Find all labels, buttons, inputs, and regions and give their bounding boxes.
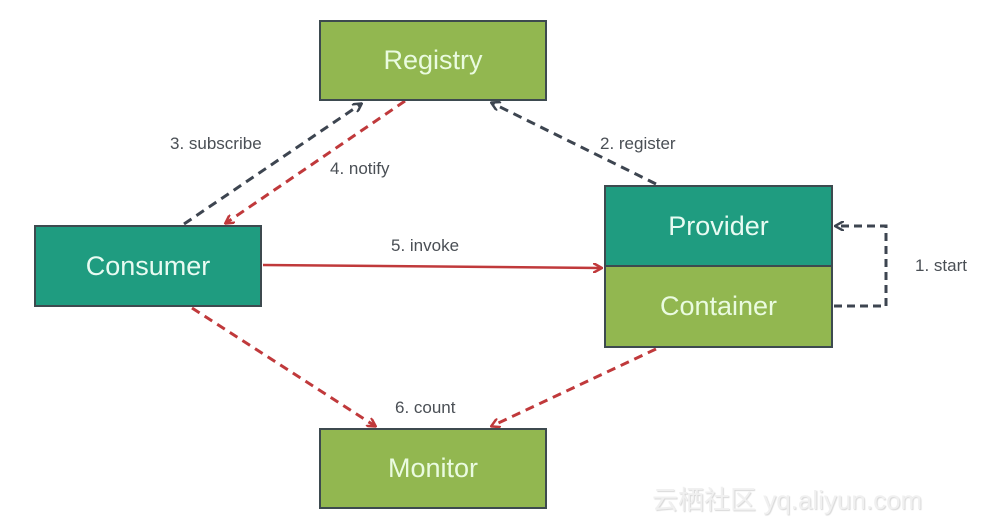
edge-label-register: 2. register <box>600 134 676 153</box>
edge-label-notify: 4. notify <box>330 159 390 178</box>
edge-label-count: 6. count <box>395 398 456 417</box>
edge-subscribe <box>183 104 361 226</box>
registry-node: Registry <box>319 20 547 101</box>
edge-label-subscribe: 3. subscribe <box>170 134 262 153</box>
monitor-node: Monitor <box>319 428 547 509</box>
edge-start <box>834 226 888 308</box>
container-label: Container <box>659 291 778 321</box>
edge-register <box>492 103 657 186</box>
registry-label: Registry <box>383 45 483 75</box>
edge-label-invoke: 5. invoke <box>391 236 460 255</box>
provider-node: Provider <box>604 185 833 268</box>
watermark: 云栖社区 yq.aliyun.com <box>652 485 923 515</box>
edge-notify <box>226 99 406 223</box>
consumer-node: Consumer <box>34 225 262 307</box>
edge-label-start: 1. start <box>915 256 967 275</box>
consumer-label: Consumer <box>85 250 211 281</box>
container-node: Container <box>604 266 833 348</box>
edge-count-consumer <box>191 306 375 426</box>
edge-count-container <box>492 347 657 426</box>
monitor-label: Monitor <box>387 453 479 483</box>
provider-label: Provider <box>668 210 769 241</box>
edge-invoke <box>262 265 601 268</box>
